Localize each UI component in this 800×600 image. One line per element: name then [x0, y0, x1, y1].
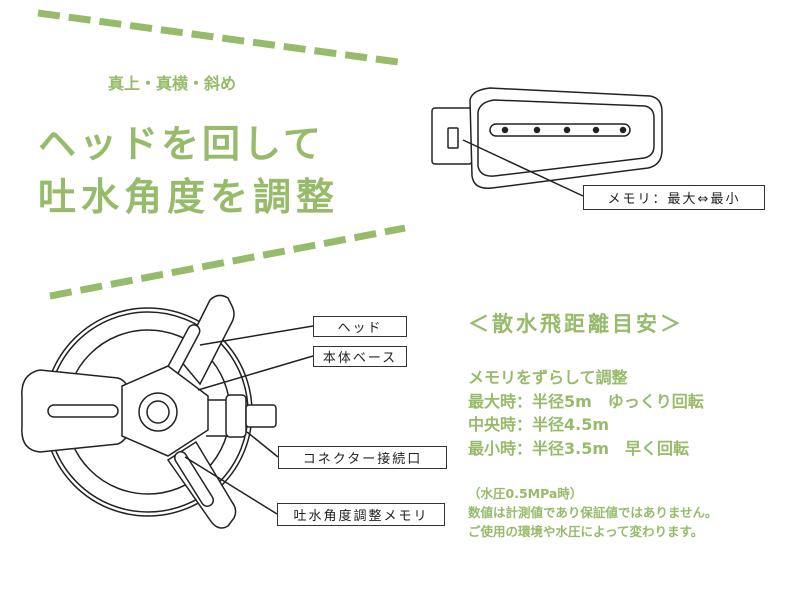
guide-line: 最大時：半径5m ゆっくり回転 [468, 391, 704, 411]
page-title-line1: ヘッドを回して [38, 122, 324, 166]
callout-angle-memory: 吐水角度調整メモリ [277, 503, 445, 526]
page-title-line2: 吐水角度を調整 [38, 175, 340, 219]
head-closeup-drawing [431, 87, 663, 197]
spray-guide-title: ＜散水飛距離目安＞ [468, 312, 684, 336]
guide-line: 中央時：半径4.5m [468, 415, 610, 434]
guide-line: 最小時：半径3.5m 早く回転 [468, 438, 690, 458]
note-line: （水圧0.5MPa時） [468, 486, 583, 501]
note-line: ご使用の環境や水圧によって変わります。 [468, 524, 704, 539]
spray-guide-notes: （水圧0.5MPa時） 数値は計測値であり保証値ではありません。 ご使用の環境や… [468, 484, 718, 541]
callout-memory-range: メモリ：最大⇔最小 [583, 185, 765, 210]
sprinkler-drawing [21, 294, 314, 529]
note-line: 数値は計測値であり保証値ではありません。 [468, 505, 718, 520]
callout-base: 本体ベース [313, 346, 407, 367]
callout-connector: コネクター接続口 [278, 446, 447, 469]
guide-line: メモリをずらして調整 [468, 368, 628, 387]
page-subtitle: 真上・真横・斜め [108, 74, 237, 93]
callout-head: ヘッド [313, 316, 407, 337]
spray-guide-lines: メモリをずらして調整 最大時：半径5m ゆっくり回転 中央時：半径4.5m 最小… [468, 366, 704, 460]
